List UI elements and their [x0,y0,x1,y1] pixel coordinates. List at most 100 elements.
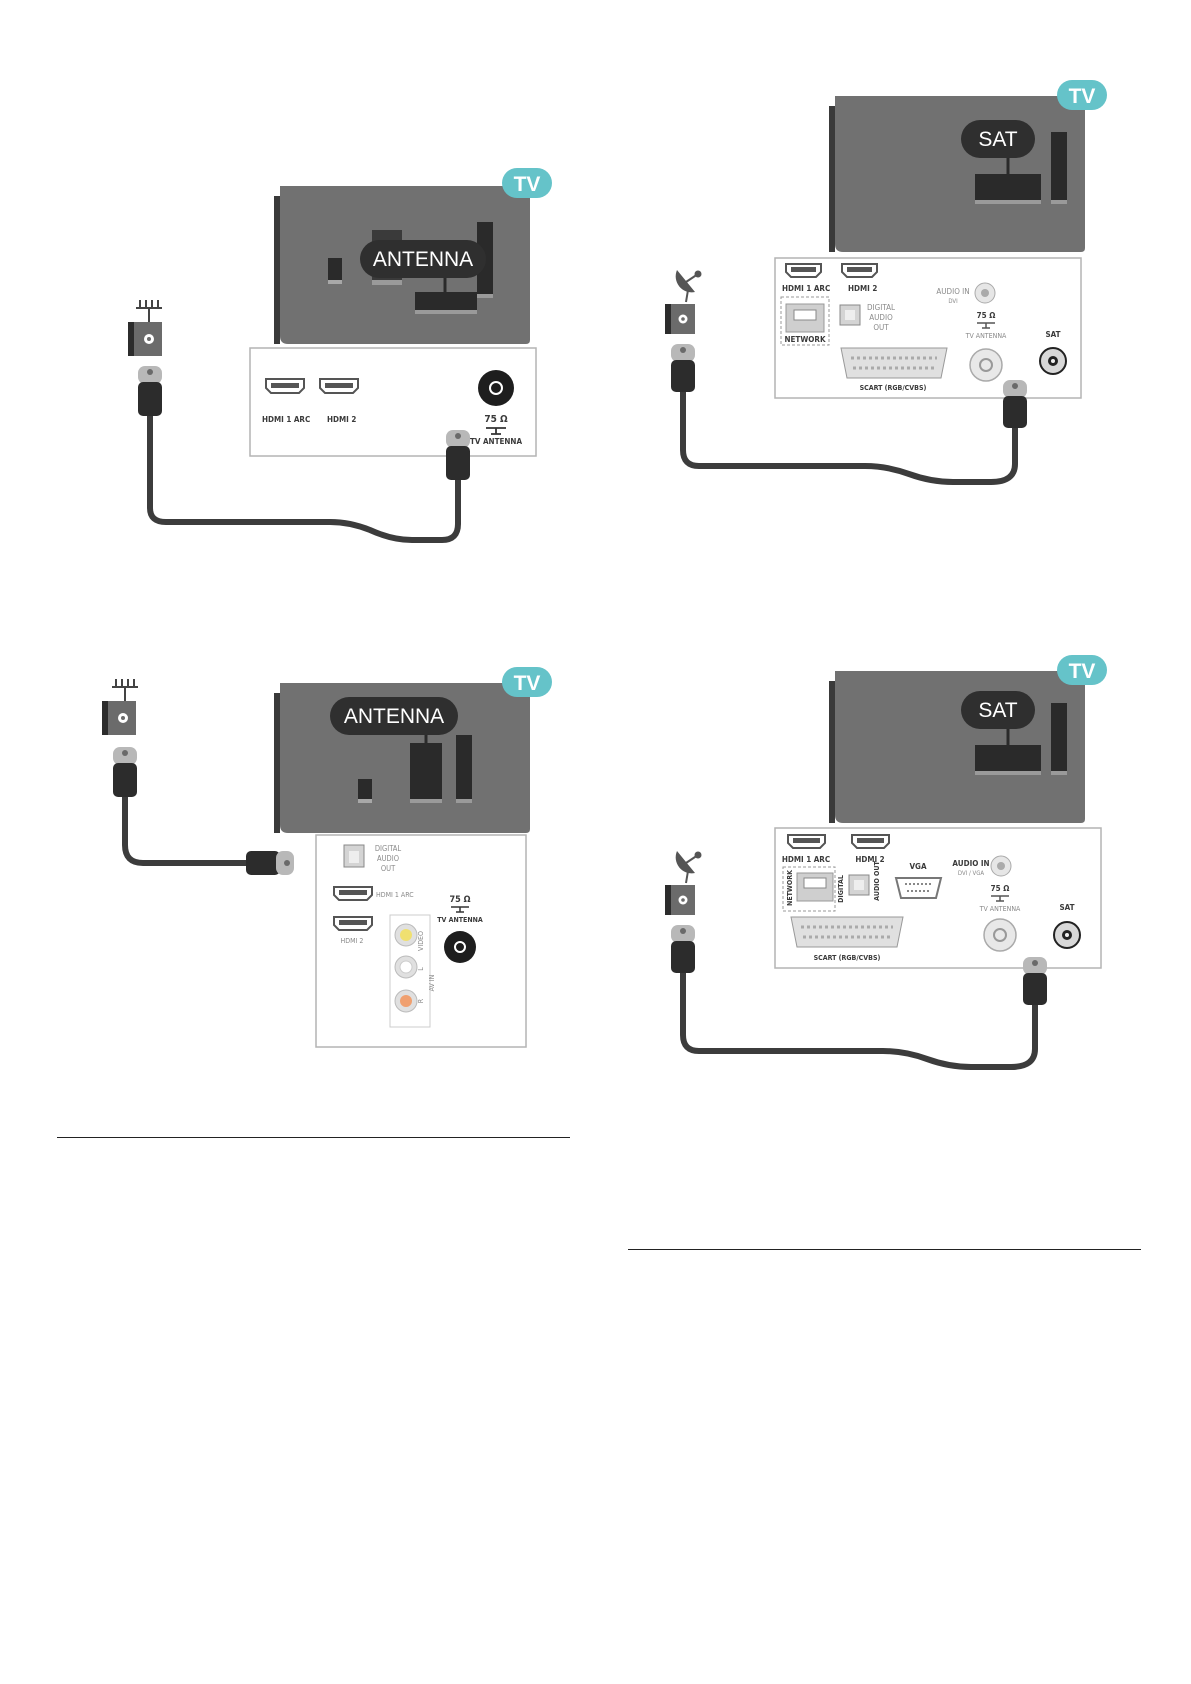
optical-port-icon [343,844,365,868]
connector-panel: DIGITAL AUDIO OUT HDMI 1 ARC HDMI 2 75 Ω… [315,834,527,1048]
connector-panel: HDMI 1 ARC HDMI 2 NETWORK DIGITAL AUDIO … [774,257,1082,399]
svg-text:AV IN: AV IN [428,974,436,991]
svg-text:DIGITAL: DIGITAL [837,875,845,903]
hdmi-port-icon [785,263,822,278]
satellite-connection-diagram-b: SAT TV HDMI 1 ARC HDMI 2 NETWORK DIGITAL… [665,80,1107,485]
section-divider-right [628,1249,1141,1250]
svg-text:DIGITAL: DIGITAL [867,303,895,312]
svg-text:HDMI 2: HDMI 2 [855,855,884,864]
antenna-cable [113,747,294,875]
antenna-socket-icon [969,348,1003,382]
satellite-dish-icon [675,851,702,884]
svg-text:AUDIO IN: AUDIO IN [936,287,969,296]
svg-text:75 Ω: 75 Ω [484,414,508,425]
coax-plug-icon [138,366,162,416]
svg-text:SCART (RGB/CVBS): SCART (RGB/CVBS) [814,954,881,962]
antenna-connection-diagram-a: ANTENNA TV HDMI 1 ARC HDMI 2 75 Ω TV ANT… [128,168,552,543]
svg-text:DVI / VGA: DVI / VGA [958,870,984,877]
sat-label: SAT [978,699,1017,722]
svg-text:NETWORK: NETWORK [786,869,794,906]
coax-plug-icon [1003,380,1027,428]
svg-text:DIGITAL: DIGITAL [375,844,402,853]
svg-text:TV: TV [514,672,541,695]
sat-label-pill: SAT [961,120,1035,158]
section-divider-left [57,1137,570,1138]
audio-jack-icon [974,282,996,304]
svg-text:HDMI 1 ARC: HDMI 1 ARC [376,891,414,899]
vga-port-icon [894,877,943,899]
svg-text:TV: TV [1069,660,1096,683]
scart-port-icon [840,347,948,379]
coax-plug-icon [1023,957,1047,1005]
svg-text:AUDIO IN: AUDIO IN [952,859,989,868]
coax-plug-icon [446,430,470,480]
audio-jack-icon [990,855,1012,877]
hdmi-port-icon [333,916,373,931]
svg-text:AUDIO: AUDIO [377,854,399,863]
network-port-icon [785,303,825,333]
svg-text:HDMI 1 ARC: HDMI 1 ARC [782,855,830,864]
connector-panel: HDMI 1 ARC HDMI 2 75 Ω TV ANTENNA [249,347,537,457]
hdmi-port-icon [841,263,878,278]
antenna-cable [138,366,470,543]
tv-badge: TV [1057,80,1107,110]
antenna-label: ANTENNA [373,248,473,271]
svg-text:TV ANTENNA: TV ANTENNA [965,332,1007,340]
svg-text:TV: TV [1069,85,1096,108]
svg-text:HDMI 1 ARC: HDMI 1 ARC [782,284,830,293]
hdmi-port-icon [787,834,826,849]
svg-text:HDMI 2: HDMI 2 [848,284,877,293]
antenna-socket-icon [444,931,476,963]
svg-text:TV ANTENNA: TV ANTENNA [979,905,1021,913]
tv-badge: TV [502,168,552,198]
svg-text:L: L [417,967,425,971]
tv-back-panel [829,96,1085,252]
sat-label: SAT [978,128,1017,151]
svg-text:HDMI 2: HDMI 2 [341,937,364,945]
sat-label-pill: SAT [961,691,1035,729]
satellite-connection-diagram-d: SAT TV HDMI 1 ARC HDMI 2 NETWORK DIGITAL… [665,655,1107,1070]
tv-badge: TV [1057,655,1107,685]
wall-socket-icon [665,304,695,334]
coax-plug-icon [246,851,294,875]
connector-panel: HDMI 1 ARC HDMI 2 NETWORK DIGITAL AUDIO … [774,827,1102,969]
optical-port-icon [839,304,861,326]
svg-text:HDMI 1 ARC: HDMI 1 ARC [262,415,310,424]
svg-text:R: R [417,998,425,1003]
rca-audio-l-jack-icon [394,955,418,979]
optical-port-icon [848,874,870,896]
satellite-cable [671,344,1027,485]
svg-text:OUT: OUT [873,323,889,332]
svg-text:SAT: SAT [1059,903,1074,912]
scart-port-icon [790,916,904,948]
rca-video-jack-icon [394,923,418,947]
svg-text:DVI: DVI [948,298,958,305]
coax-plug-icon [671,925,695,973]
antenna-label-pill: ANTENNA [360,240,486,278]
svg-text:TV: TV [514,173,541,196]
antenna-label: ANTENNA [344,705,444,728]
tv-back-panel [829,671,1085,823]
sat-socket-icon [1053,921,1081,949]
satellite-cable [671,925,1047,1070]
hdmi-port-icon [333,886,373,901]
hdmi-port-icon [319,378,359,394]
antenna-socket-icon [983,918,1017,952]
coax-plug-icon [113,747,137,797]
satellite-dish-icon [675,270,702,303]
hdmi-port-icon [265,378,305,394]
svg-text:TV ANTENNA: TV ANTENNA [437,916,483,924]
wall-antenna-icon [128,300,162,356]
antenna-socket-icon [478,370,514,406]
coax-plug-icon [671,344,695,392]
antenna-label-pill: ANTENNA [330,697,458,735]
svg-text:75 Ω: 75 Ω [991,884,1010,893]
svg-text:SAT: SAT [1045,330,1060,339]
svg-text:AUDIO OUT: AUDIO OUT [873,860,881,900]
rca-audio-r-jack-icon [394,989,418,1013]
sat-socket-icon [1039,347,1067,375]
antenna-connection-diagram-c: ANTENNA TV DIGITAL AUDIO OUT HDMI 1 ARC … [102,667,552,1048]
svg-text:VGA: VGA [909,862,926,871]
svg-text:75 Ω: 75 Ω [977,311,996,320]
svg-text:AUDIO: AUDIO [869,313,893,322]
